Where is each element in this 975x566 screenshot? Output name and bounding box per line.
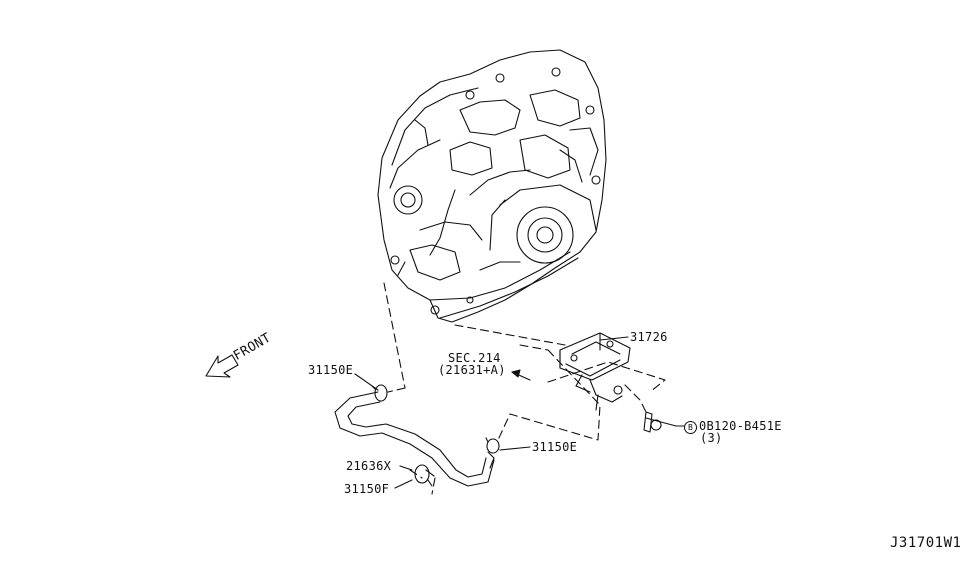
callout-leaders [354,336,685,489]
part-31726-label: 31726 [630,330,668,344]
transmission-drawing [377,49,607,323]
bolt-part-number: 0B120-B451E [699,419,782,433]
sec-214-label: SEC.214 [448,351,501,365]
bolt-qty-label: (3) [700,431,723,445]
bolt-marker: B [684,421,697,434]
hose-21636x-label: 21636X [346,459,392,473]
sec-arrow-icon [511,369,531,381]
bolt-icon [643,411,677,433]
clamp-31150e-top-label: 31150E [308,363,354,377]
cooler-drawing [559,332,631,411]
front-arrow-icon [205,354,239,378]
leader-lines [383,282,666,495]
diagram-reference-code: J31701W1 [890,535,962,551]
clamp-icon [485,437,500,454]
hose-drawing [334,391,495,487]
clamp-icon [414,464,435,487]
clamp-31150e-right-label: 31150E [532,440,578,454]
sec-214-sub-label: (21631+A) [438,363,506,377]
clamp-31150f-label: 31150F [344,482,390,496]
